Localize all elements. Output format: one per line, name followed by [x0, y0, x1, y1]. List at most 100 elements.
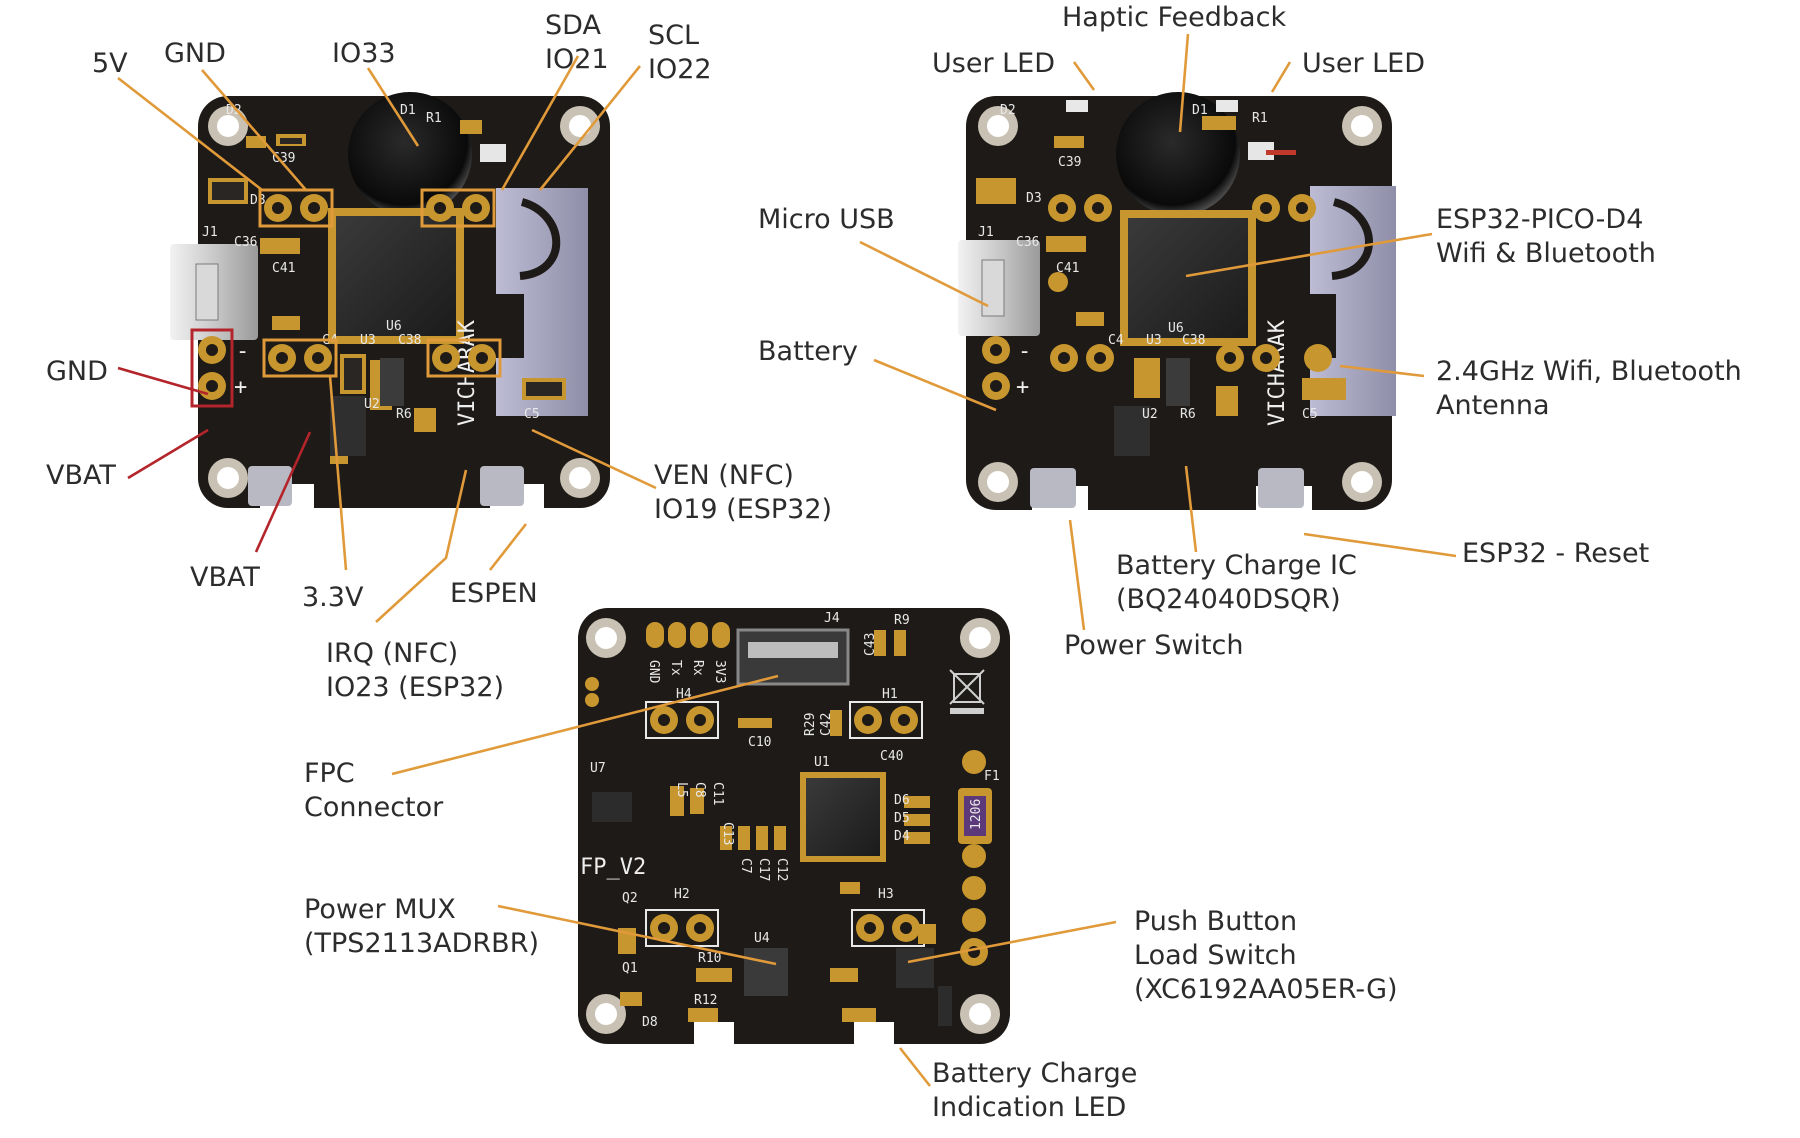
pad-ven [468, 344, 496, 372]
silk-ref: U1 [814, 755, 830, 770]
u7-regulator [592, 792, 632, 822]
silk-ref: C42 [819, 713, 834, 736]
callout-lines-top-left [117, 55, 657, 623]
silk-ref: C12 [774, 858, 789, 881]
silk-ref: C8 [692, 782, 707, 798]
silk-ref: R9 [894, 613, 910, 628]
power-mux-ic [744, 948, 788, 996]
highlight-vbat-3v3 [262, 338, 338, 378]
highlight-sda-scl [420, 188, 496, 228]
label-espen: ESPEN [450, 578, 538, 609]
label-esp32-reset: ESP32 - Reset [1462, 538, 1649, 569]
callout-lines-top-right [859, 33, 1457, 631]
pad-battery-plus [198, 372, 226, 400]
silk-ref: U6 [386, 319, 402, 334]
label-vbat-left: VBAT [46, 460, 116, 491]
mounting-hole [978, 106, 1018, 146]
label-power-mux: Power MUX [304, 894, 456, 925]
silk-ref: D2 [226, 103, 242, 118]
silk-ref: C11 [710, 782, 725, 805]
silk-ref: R29 [803, 713, 818, 736]
mounting-hole [586, 994, 626, 1034]
board-bottom: GND Tx Rx 3V3 [578, 608, 1010, 1044]
pin-label-3v3: 3V3 [712, 660, 727, 683]
label-io22: IO22 [648, 54, 712, 85]
label-user-led-right: User LED [1302, 48, 1425, 79]
minus-marking: - [236, 339, 249, 364]
label-battery: Battery [758, 336, 858, 367]
silk-ref: J4 [824, 611, 840, 626]
silk-ref: R12 [694, 993, 717, 1008]
silk-ref: U4 [754, 931, 770, 946]
silk-ref: U2 [364, 397, 380, 412]
callout-lines-bottom [391, 674, 1117, 1087]
label-esp32-sub: Wifi & Bluetooth [1436, 238, 1656, 269]
label-haptic-feedback: Haptic Feedback [1062, 2, 1286, 33]
silk-ref: Q1 [622, 961, 638, 976]
label-charge-ic-part: (BQ24040DSQR) [1116, 584, 1341, 615]
label-3v3: 3.3V [302, 582, 364, 613]
silk-ref: C38 [1182, 333, 1205, 348]
silk-ref: C17 [756, 858, 771, 881]
label-push-button: Push Button [1134, 906, 1297, 937]
label-gnd-top: GND [164, 38, 226, 69]
plus-marking: + [234, 375, 247, 400]
plus-marking: + [1016, 375, 1029, 400]
highlight-5v-gnd [258, 188, 334, 228]
silk-ref: 1206 [969, 799, 984, 830]
load-switch-ic [896, 948, 934, 988]
pad-scl [462, 194, 490, 222]
silk-ref: U7 [590, 761, 606, 776]
silk-ref: H3 [878, 887, 894, 902]
label-io21: IO21 [545, 44, 609, 75]
labels-bottom: FPC Connector Power MUX (TPS2113ADRBR) P… [304, 758, 1398, 1123]
silk-ref: U6 [1168, 321, 1184, 336]
label-scl: SCL [648, 20, 699, 51]
vibration-motor [348, 92, 472, 216]
pad-irq [432, 344, 460, 372]
silk-ref: C40 [880, 749, 903, 764]
silk-ref: C43 [863, 633, 878, 656]
silk-ref: Q2 [622, 891, 638, 906]
silk-ref: D6 [894, 793, 910, 808]
silk-ref: D1 [400, 103, 416, 118]
silk-ref: R1 [426, 111, 442, 126]
pad-vbat [268, 344, 296, 372]
board-name-silkscreen: VICHARAK [1265, 319, 1290, 426]
board-top-left: VICHARAK - + [170, 92, 610, 508]
label-fpc-sub: Connector [304, 792, 444, 823]
mounting-hole [1342, 106, 1382, 146]
label-load-switch: Load Switch [1134, 940, 1297, 971]
mounting-hole [1342, 462, 1382, 502]
power-switch [1030, 468, 1076, 508]
charge-ic [1114, 406, 1150, 456]
silk-ref: C5 [524, 407, 540, 422]
silk-ref: C13 [720, 822, 735, 845]
silk-ref: C39 [272, 151, 295, 166]
silk-ref: J1 [202, 225, 218, 240]
pad-5v [264, 194, 292, 222]
silk-ref: R6 [396, 407, 412, 422]
labels-top-left: 5V GND IO33 SDA IO21 SCL IO22 GND VBAT V… [46, 10, 832, 703]
pad-sda [426, 194, 454, 222]
pad-battery-minus [198, 336, 226, 364]
label-charge-led: Battery Charge [932, 1058, 1137, 1089]
highlight-irq-ven [426, 338, 502, 378]
label-fpc: FPC [304, 758, 355, 789]
silk-ref: C10 [748, 735, 771, 750]
label-ven: VEN (NFC) [654, 460, 794, 491]
label-irq: IRQ (NFC) [326, 638, 458, 669]
label-micro-usb: Micro USB [758, 204, 895, 235]
mounting-hole [560, 458, 600, 498]
silk-ref: D3 [250, 193, 266, 208]
silk-ref: C41 [272, 261, 295, 276]
silk-ref: C36 [234, 235, 257, 250]
mounting-hole [960, 994, 1000, 1034]
mounting-hole [978, 462, 1018, 502]
silk-ref: C41 [1056, 261, 1079, 276]
label-charge-ic: Battery Charge IC [1116, 550, 1357, 581]
silk-ref: C4 [1108, 333, 1124, 348]
silk-ref: C36 [1016, 235, 1039, 250]
silk-ref: H2 [674, 887, 690, 902]
